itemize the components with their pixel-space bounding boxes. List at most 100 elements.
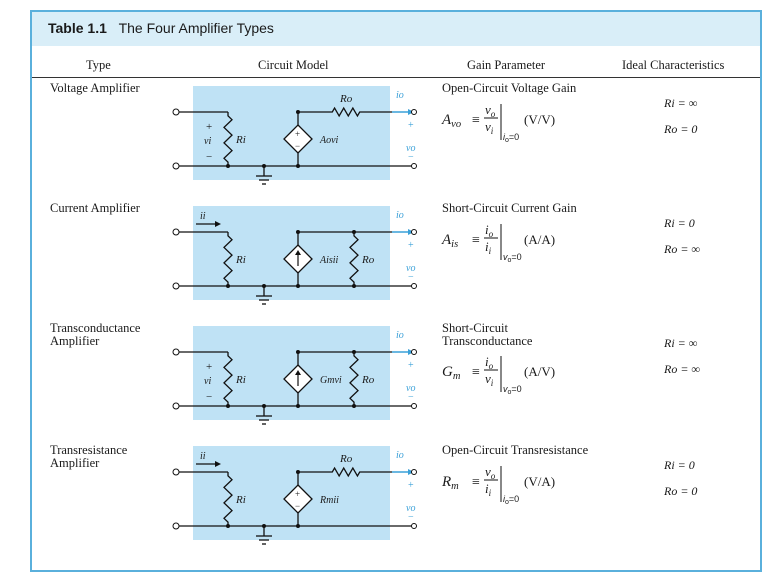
gain-unit: (V/A) — [524, 474, 555, 489]
output-resistor — [330, 106, 362, 118]
input-voltage-label: vi — [204, 136, 211, 147]
input-resistor — [223, 232, 233, 286]
output-resistor-label: Ro — [339, 93, 353, 105]
junction-dot — [226, 164, 230, 168]
gain-symbol: Gm — [442, 364, 461, 382]
junction-dot — [296, 404, 300, 408]
output-current-label: io — [396, 330, 404, 341]
ideal-characteristic: Ri = 0 — [664, 216, 695, 230]
input-resistor — [223, 472, 233, 526]
column-header-type: Type — [86, 58, 111, 72]
gain-denominator: ii — [485, 239, 492, 256]
output-terminal — [411, 469, 417, 475]
arrow-head — [295, 250, 301, 255]
table-frame — [30, 10, 762, 572]
output-minus: − — [408, 512, 414, 523]
gain-numerator: vo — [485, 464, 496, 481]
gain-name-line: Short-Circuit — [442, 321, 508, 335]
output-current-label: io — [396, 210, 404, 221]
arrow-head — [215, 221, 221, 227]
gain-denominator: vi — [485, 371, 494, 388]
column-header-ideal-characteristics: Ideal Characteristics — [622, 58, 725, 72]
junction-dot — [352, 350, 356, 354]
junction-dot — [262, 164, 266, 168]
output-resistor — [349, 352, 359, 406]
gain-name-line: Open-Circuit Transresistance — [442, 443, 589, 457]
type-line: Transresistance — [50, 443, 128, 457]
arrow-head — [295, 370, 301, 375]
type-line: Amplifier — [50, 334, 100, 348]
row-type-label: Voltage Amplifier — [50, 82, 140, 95]
type-line: Transconductance — [50, 321, 141, 335]
output-terminal — [411, 403, 417, 409]
junction-dot — [296, 284, 300, 288]
gain-unit: (A/A) — [524, 232, 555, 247]
output-minus: − — [408, 152, 414, 163]
gain-unit: (V/V) — [524, 112, 555, 127]
column-header-circuit-model: Circuit Model — [258, 58, 329, 72]
output-plus: + — [408, 480, 414, 491]
equiv-symbol: ≡ — [472, 475, 480, 490]
junction-dot — [296, 350, 300, 354]
source-label: Aisii — [319, 255, 339, 266]
table-title: Table 1.1 The Four Amplifier Types — [48, 20, 274, 36]
output-voltage-label: vo — [406, 383, 415, 394]
gain-denominator: vi — [485, 119, 494, 136]
gain-denominator: ii — [485, 481, 492, 498]
source-plus: + — [295, 489, 300, 499]
output-plus: + — [408, 240, 414, 251]
output-minus: − — [408, 392, 414, 403]
equiv-symbol: ≡ — [472, 233, 480, 248]
row-type-label: Current Amplifier — [50, 202, 140, 215]
table-title-bar — [32, 12, 760, 46]
junction-dot — [352, 230, 356, 234]
ideal-characteristic: Ro = 0 — [664, 122, 698, 136]
output-terminal — [411, 109, 417, 115]
input-resistor — [223, 112, 233, 166]
gain-symbol: Avo — [441, 112, 461, 130]
output-current-label: io — [396, 90, 404, 101]
ideal-characteristic: Ri = ∞ — [664, 336, 698, 350]
output-resistor — [349, 232, 359, 286]
gain-name-line: Open-Circuit Voltage Gain — [442, 81, 577, 95]
output-voltage-label: vo — [406, 143, 415, 154]
junction-dot — [296, 230, 300, 234]
gain-name-line: Transconductance — [442, 334, 533, 348]
plus-sign: + — [206, 121, 212, 133]
evaluation-condition: io=0 — [503, 494, 519, 506]
output-terminal — [411, 283, 417, 289]
junction-dot — [296, 524, 300, 528]
gain-symbol: Rm — [441, 474, 459, 492]
ideal-characteristic: Ri = ∞ — [664, 96, 698, 110]
gain-unit: (A/V) — [524, 364, 555, 379]
gain-numerator: vo — [485, 102, 496, 119]
evaluation-condition: vo=0 — [503, 252, 522, 264]
output-resistor — [330, 466, 362, 478]
junction-dot — [262, 404, 266, 408]
gain-parameter-name: Open-Circuit Transresistance — [442, 444, 588, 457]
output-voltage-label: vo — [406, 503, 415, 514]
minus-sign: − — [206, 391, 212, 403]
input-terminal — [172, 468, 180, 476]
input-terminal — [172, 522, 180, 530]
junction-dot — [262, 524, 266, 528]
output-terminal — [411, 229, 417, 235]
type-line: Current Amplifier — [50, 201, 140, 215]
type-line: Voltage Amplifier — [50, 81, 140, 95]
ideal-characteristic: Ro = ∞ — [664, 362, 700, 376]
header-rule — [32, 77, 760, 78]
input-resistor-label: Ri — [235, 254, 246, 266]
equiv-symbol: ≡ — [472, 113, 480, 128]
equiv-symbol: ≡ — [472, 365, 480, 380]
